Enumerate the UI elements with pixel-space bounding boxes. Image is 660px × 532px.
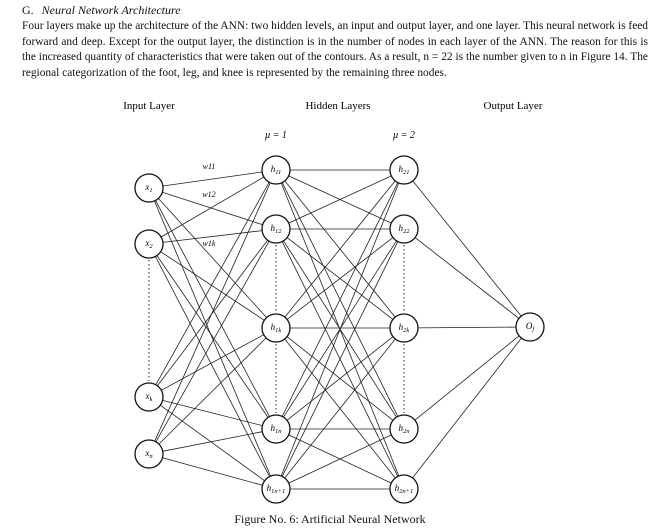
- input-hidden1-edge-2-1: [160, 176, 265, 238]
- edges: [154, 169, 522, 490]
- hidden1-node-1-label: h11: [271, 164, 282, 176]
- hidden1-hidden2-edge-5-1: [280, 182, 400, 477]
- input-hidden1-edge-4-5: [162, 457, 263, 486]
- input-hidden1-edge-1-1: [162, 171, 263, 187]
- input-layer-header: Input Layer: [123, 100, 175, 112]
- input-hidden1-edge-1-4: [155, 200, 270, 417]
- hidden2-node-4-circle: [389, 414, 419, 444]
- dotted-connectors: [148, 245, 405, 413]
- hidden-layers-header: Hidden Layers: [305, 100, 370, 112]
- input-hidden1-edge-2-3: [160, 251, 265, 321]
- hidden2-node-2-circle: [389, 214, 419, 244]
- input-hidden1-edge-4-3: [158, 337, 267, 445]
- input-hidden1-edge-3-4: [162, 400, 263, 426]
- input-node-2-label: x2: [144, 238, 153, 250]
- figure-caption: Figure No. 6: Artificial Neural Network: [234, 512, 426, 526]
- hidden1-node-4: h1n: [261, 414, 291, 444]
- hidden1-node-5-label: h1n+1: [267, 483, 286, 495]
- hidden2-output-edge-1-1: [412, 180, 522, 317]
- hidden1-hidden2-edge-3-1: [284, 180, 396, 318]
- hidden1-node-2: h12: [261, 214, 291, 244]
- input-hidden1-edge-1-3: [158, 198, 267, 318]
- hidden2-node-4: h2n: [389, 414, 419, 444]
- hidden2-node-3-circle: [389, 313, 419, 343]
- hidden2-node-2-label: h22: [399, 223, 411, 235]
- hidden1-node-1-circle: [261, 155, 291, 185]
- hidden2-node-3-label: h2k: [399, 322, 410, 334]
- hidden1-node-3: h1k: [261, 313, 291, 343]
- hidden2-node-2: h22: [389, 214, 419, 244]
- mu-label-2: μ = 2: [392, 130, 415, 141]
- section-heading: G. Neural Network Architecture: [22, 3, 181, 18]
- weight-label-w1k: w1k: [203, 239, 216, 248]
- hidden2-node-1: h21: [389, 155, 419, 185]
- input-hidden1-edge-1-5: [154, 200, 271, 477]
- section-paragraph: Four layers make up the architecture of …: [22, 20, 648, 79]
- section-title: Neural Network Architecture: [41, 3, 181, 17]
- hidden1-hidden2-edge-2-1: [288, 175, 392, 224]
- output-node-circle: [515, 312, 545, 342]
- hidden1-node-4-label: h1n: [271, 423, 282, 435]
- input-hidden1-edge-1-2: [162, 191, 263, 226]
- hidden1-node-3-circle: [261, 313, 291, 343]
- input-hidden1-edge-2-5: [155, 256, 270, 477]
- weight-label-w11: w11: [203, 162, 216, 171]
- hidden2-node-1-label: h21: [399, 164, 410, 176]
- input-node-1-label: x1: [144, 182, 152, 194]
- hidden1-hidden2-edge-4-1: [281, 182, 399, 417]
- hidden2-node-3: h2k: [389, 313, 419, 343]
- hidden1-hidden2-edge-5-4: [288, 434, 392, 484]
- hidden1-hidden2-edge-4-3: [286, 336, 394, 421]
- output-node-label: Of: [526, 321, 536, 333]
- output-layer-header: Output Layer: [484, 100, 543, 112]
- hidden1-hidden2-edge-3-2: [286, 237, 394, 320]
- hidden1-hidden2-edge-5-3: [284, 338, 396, 479]
- output-node: Of: [515, 312, 545, 342]
- input-hidden1-edge-4-4: [162, 431, 263, 452]
- section-letter: G.: [22, 3, 34, 17]
- hidden1-node-5-circle: [261, 474, 291, 504]
- input-node-1-circle: [134, 173, 164, 203]
- input-hidden1-edge-3-1: [155, 182, 270, 385]
- hidden1-node-1: h11: [261, 155, 291, 185]
- input-hidden1-edge-3-2: [157, 239, 268, 387]
- hidden1-node-4-circle: [261, 414, 291, 444]
- hidden1-node-2-circle: [261, 214, 291, 244]
- hidden2-output-edge-3-1: [417, 326, 517, 329]
- input-node-4: xn: [134, 439, 164, 469]
- hidden2-node-5-label: h2n+1: [395, 483, 414, 495]
- hidden2-output-edge-5-1: [412, 337, 522, 479]
- input-node-3-label: xk: [145, 391, 153, 403]
- hidden2-node-5-circle: [389, 474, 419, 504]
- hidden2-node-4-label: h2n: [399, 423, 410, 435]
- input-node-4-label: xn: [144, 448, 152, 460]
- input-hidden1-edge-4-1: [154, 182, 271, 442]
- hidden2-node-1-circle: [389, 155, 419, 185]
- nodes: x1 x2 xk xn h11 h12 h1k h1n h1n+1 h21 h22 h2k h2n h2n…: [134, 155, 545, 504]
- hidden1-node-2-label: h12: [271, 223, 283, 235]
- input-node-3: xk: [134, 382, 164, 412]
- input-node-1: x1: [134, 173, 164, 203]
- input-hidden1-edge-3-5: [160, 404, 265, 482]
- input-node-2: x2: [134, 229, 164, 259]
- input-hidden1-edge-4-2: [155, 241, 270, 442]
- hidden2-output-edge-2-1: [414, 237, 520, 319]
- hidden1-node-5: h1n+1: [261, 474, 291, 504]
- hidden2-output-edge-4-1: [414, 335, 520, 421]
- input-hidden1-edge-2-4: [156, 255, 269, 418]
- input-node-2-circle: [134, 229, 164, 259]
- weight-label-w12: w12: [202, 190, 215, 199]
- input-node-4-circle: [134, 439, 164, 469]
- hidden1-node-3-label: h1k: [271, 322, 282, 334]
- input-hidden1-edge-3-3: [161, 334, 264, 391]
- input-node-3-circle: [134, 382, 164, 412]
- hidden2-node-5: h2n+1: [389, 474, 419, 504]
- mu-label-1: μ = 1: [264, 130, 287, 141]
- input-hidden1-edge-2-2: [162, 230, 263, 243]
- hidden1-hidden2-edge-5-2: [281, 241, 399, 477]
